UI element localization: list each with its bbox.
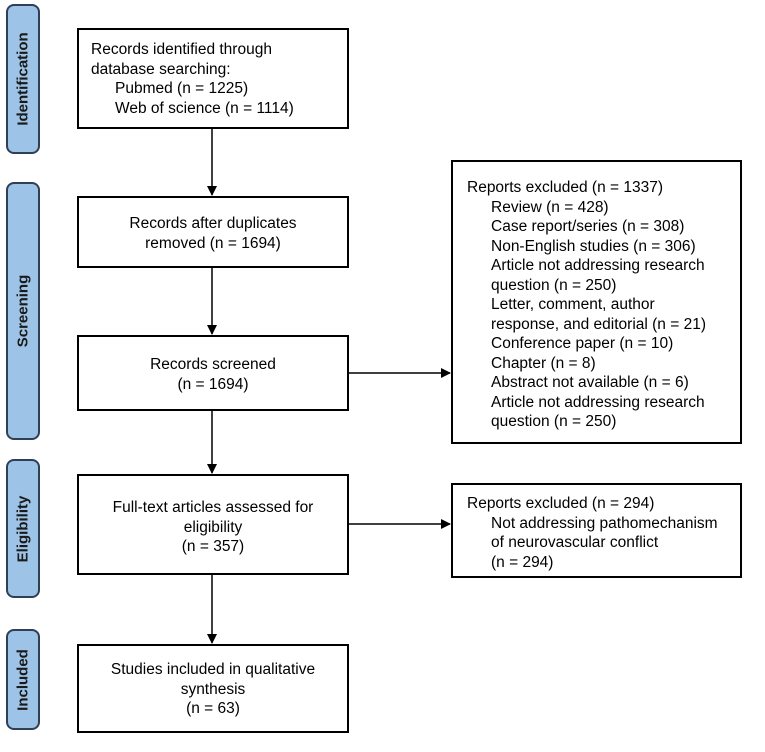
phase-identification: Identification: [6, 4, 40, 154]
records-screened-box: Records screened (n = 1694): [77, 335, 349, 411]
excluded-item: Case report/series (n = 308): [491, 218, 685, 235]
fulltext-line1: Full-text articles assessed for: [112, 499, 314, 516]
studies-included-box: Studies included in qualitative synthesi…: [77, 644, 349, 733]
excluded-item: Review (n = 428): [491, 198, 609, 216]
included-line1: Studies included in qualitative: [110, 661, 316, 678]
duplicates-line2: removed (n = 1694): [145, 234, 281, 252]
excluded-item: Non-English studies (n = 306): [491, 237, 696, 255]
excluded-fulltext-title: Reports excluded (n = 294): [467, 495, 655, 512]
excluded-item: Article not addressing research: [491, 257, 705, 274]
fulltext-line2: eligibility: [183, 518, 243, 536]
excluded-item: Chapter (n = 8): [491, 354, 596, 372]
duplicates-removed-box: Records after duplicates removed (n = 16…: [77, 196, 349, 268]
included-line3: (n = 63): [186, 700, 240, 717]
excluded-item: response, and editorial (n = 21): [491, 315, 706, 333]
reports-excluded-screening-box: Reports excluded (n = 1337) Review (n = …: [451, 160, 742, 444]
records-identified-box: Records identified through database sear…: [77, 28, 349, 129]
excluded-item: question (n = 250): [491, 276, 617, 294]
phase-included: Included: [6, 629, 40, 730]
excluded-item: Letter, comment, author: [491, 296, 655, 313]
identified-pubmed: Pubmed (n = 1225): [115, 80, 249, 97]
excluded-item: Abstract not available (n = 6): [491, 374, 689, 391]
included-line2: synthesis: [180, 680, 246, 698]
identified-wos: Web of science (n = 1114): [115, 99, 294, 117]
fulltext-line3: (n = 357): [181, 538, 245, 555]
identified-line1: Records identified through: [91, 41, 272, 58]
excluded-fulltext-line3: (n = 294): [491, 553, 554, 571]
reports-excluded-fulltext-box: Reports excluded (n = 294) Not addressin…: [451, 483, 742, 578]
excluded-fulltext-line2: of neurovascular conflict: [491, 534, 659, 551]
screened-line1: Records screened: [150, 356, 276, 373]
excluded-item: Article not addressing research: [491, 393, 705, 411]
identified-line2: database searching:: [91, 60, 231, 78]
excluded-item: question (n = 250): [491, 413, 617, 430]
phase-screening: Screening: [6, 182, 40, 440]
excluded-fulltext-line1: Not addressing pathomechanism: [491, 514, 718, 532]
excluded-screening-title: Reports excluded (n = 1337): [467, 179, 664, 196]
excluded-item: Conference paper (n = 10): [491, 335, 674, 352]
fulltext-assessed-box: Full-text articles assessed for eligibil…: [77, 474, 349, 575]
phase-eligibility: Eligibility: [6, 459, 40, 598]
screened-line2: (n = 1694): [177, 375, 249, 393]
duplicates-line1: Records after duplicates: [129, 215, 297, 232]
